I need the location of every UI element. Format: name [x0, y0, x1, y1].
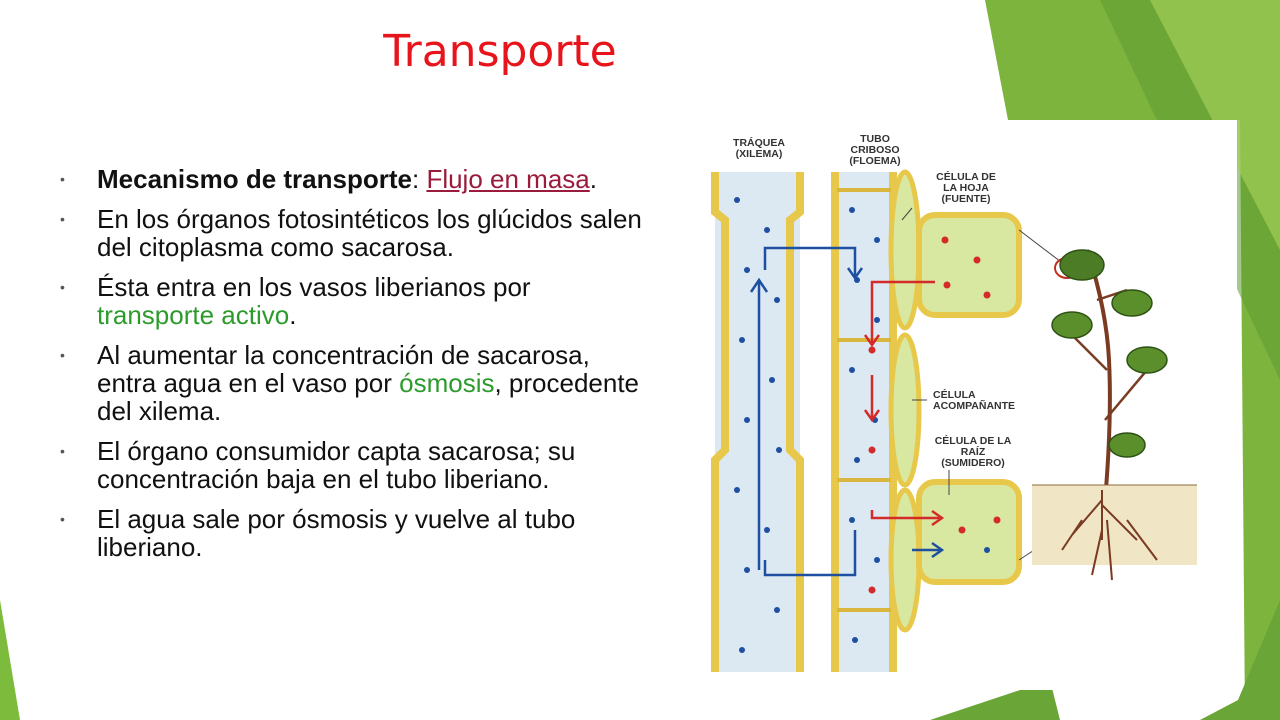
companion-cell — [888, 332, 922, 488]
companion-cell — [888, 169, 922, 331]
companion-cell — [888, 487, 922, 633]
transporte-activo-highlight: transporte activo — [97, 300, 290, 330]
sucrose-molecules — [868, 236, 1001, 594]
root-cell-sink — [916, 479, 1022, 585]
xylem-wall-left — [711, 172, 729, 672]
bullet-label-bold: Mecanismo de transporte — [97, 164, 412, 194]
sieve-plates — [837, 188, 891, 612]
water-flow-arrows — [749, 246, 945, 577]
leaf-cell-source — [916, 212, 1022, 318]
bullet-item: El órgano consumidor capta sacarosa; su … — [60, 437, 650, 493]
flujo-en-masa-link[interactable]: Flujo en masa — [426, 164, 590, 194]
bullet-item: El agua sale por ósmosis y vuelve al tub… — [60, 505, 650, 561]
xylem-vessel — [715, 172, 800, 672]
soil — [1032, 485, 1197, 565]
bullet-item: Al aumentar la concentración de sacarosa… — [60, 341, 650, 425]
bullet-item: En los órganos fotosintéticos los glúcid… — [60, 205, 650, 261]
xylem-wall-right — [786, 172, 804, 672]
sucrose-flow-arrows — [863, 280, 945, 527]
bullet-item-mechanism: Mecanismo de transporte: Flujo en masa. — [60, 165, 650, 193]
plant-illustration — [1032, 249, 1197, 581]
phloem-sieve-tube — [835, 172, 893, 672]
bullet-list: Mecanismo de transporte: Flujo en masa. … — [60, 165, 650, 573]
osmosis-highlight: ósmosis — [399, 368, 495, 398]
slide-title: Transporte — [383, 26, 617, 77]
diagram-drawing — [711, 169, 1197, 672]
label-traquea: TRÁQUEA(XILEMA) — [733, 137, 785, 160]
bullet-item: Ésta entra en los vasos liberianos por t… — [60, 273, 650, 329]
